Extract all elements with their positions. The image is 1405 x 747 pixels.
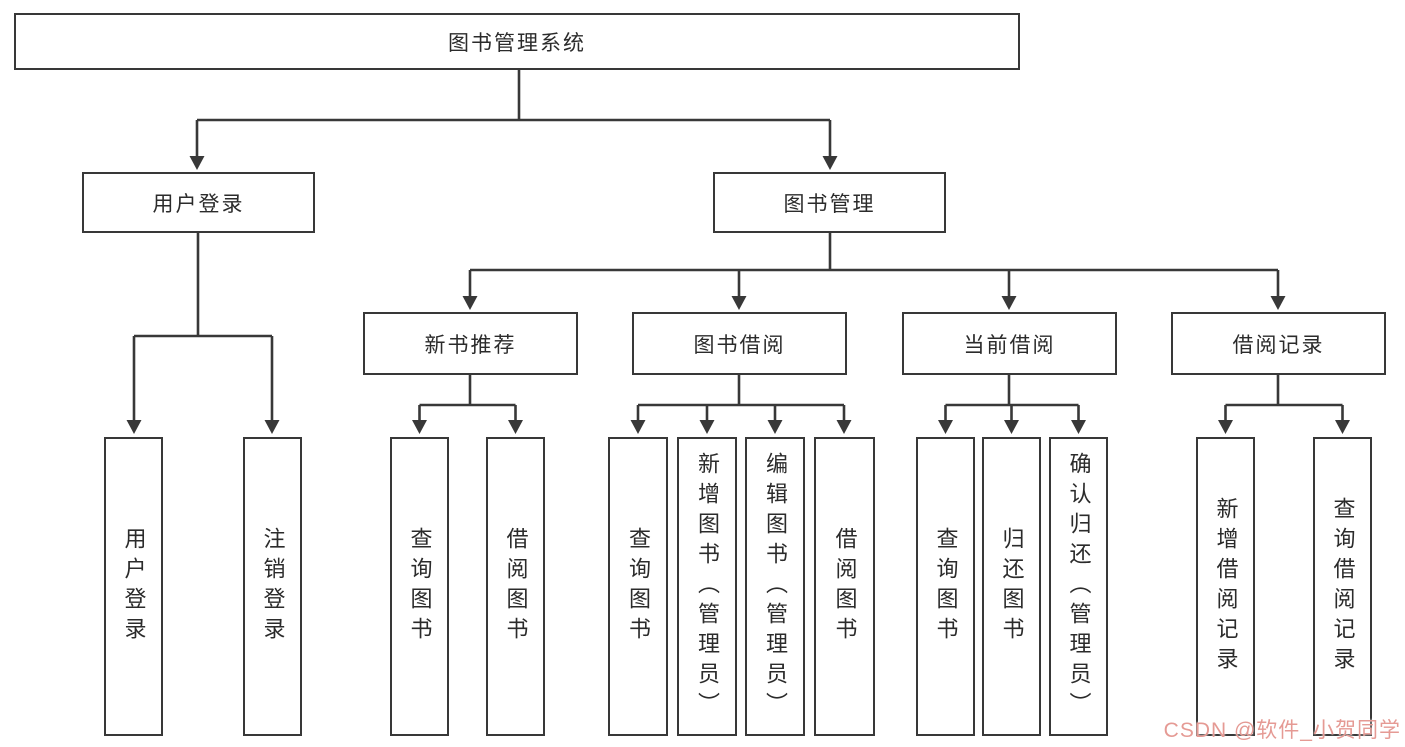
node-user-login: 用户登录 bbox=[82, 172, 315, 233]
leaf-user-login-label: 用户登录 bbox=[121, 526, 147, 647]
leaf-query-book-1-label: 查询图书 bbox=[407, 526, 433, 647]
node-borrow-records-label: 借阅记录 bbox=[1232, 333, 1325, 357]
leaf-add-book-admin: 新增图书（管理员） bbox=[677, 437, 737, 736]
leaf-query-book-2: 查询图书 bbox=[608, 437, 668, 736]
leaf-edit-book-admin: 编辑图书（管理员） bbox=[745, 437, 805, 736]
leaf-borrow-book-2-label: 借阅图书 bbox=[832, 526, 858, 647]
leaf-borrow-book-2: 借阅图书 bbox=[814, 437, 875, 736]
leaf-add-borrow-record-label: 新增借阅记录 bbox=[1213, 496, 1239, 677]
leaf-borrow-book-1-label: 借阅图书 bbox=[503, 526, 529, 647]
leaf-query-book-3: 查询图书 bbox=[916, 437, 975, 736]
leaf-edit-book-admin-label: 编辑图书（管理员） bbox=[763, 451, 788, 722]
node-root-label: 图书管理系统 bbox=[448, 31, 586, 55]
node-root: 图书管理系统 bbox=[14, 13, 1020, 70]
node-book-borrow-label: 图书借阅 bbox=[693, 333, 786, 357]
leaf-query-book-1: 查询图书 bbox=[390, 437, 449, 736]
node-book-management: 图书管理 bbox=[713, 172, 946, 233]
leaf-return-book: 归还图书 bbox=[982, 437, 1041, 736]
leaf-add-borrow-record: 新增借阅记录 bbox=[1196, 437, 1255, 736]
node-book-management-label: 图书管理 bbox=[783, 192, 876, 216]
leaf-query-book-3-label: 查询图书 bbox=[933, 526, 959, 647]
node-borrow-records: 借阅记录 bbox=[1171, 312, 1386, 375]
leaf-query-book-2-label: 查询图书 bbox=[626, 526, 651, 647]
leaf-add-book-admin-label: 新增图书（管理员） bbox=[695, 451, 720, 722]
node-user-login-label: 用户登录 bbox=[152, 192, 245, 216]
leaf-logout-label: 注销登录 bbox=[260, 526, 286, 647]
leaf-confirm-return-admin-label: 确认归还（管理员） bbox=[1066, 451, 1092, 722]
leaf-confirm-return-admin: 确认归还（管理员） bbox=[1049, 437, 1108, 736]
leaf-query-borrow-record: 查询借阅记录 bbox=[1313, 437, 1372, 736]
node-new-book-recommend: 新书推荐 bbox=[363, 312, 578, 375]
node-current-borrow: 当前借阅 bbox=[902, 312, 1117, 375]
leaf-borrow-book-1: 借阅图书 bbox=[486, 437, 545, 736]
node-current-borrow-label: 当前借阅 bbox=[963, 333, 1056, 357]
node-new-book-recommend-label: 新书推荐 bbox=[424, 333, 517, 357]
leaf-logout: 注销登录 bbox=[243, 437, 302, 736]
leaf-return-book-label: 归还图书 bbox=[999, 526, 1025, 647]
csdn-watermark: CSDN @软件_小贺同学 bbox=[1163, 719, 1401, 742]
node-book-borrow: 图书借阅 bbox=[632, 312, 847, 375]
leaf-user-login: 用户登录 bbox=[104, 437, 163, 736]
leaf-query-borrow-record-label: 查询借阅记录 bbox=[1330, 496, 1356, 677]
